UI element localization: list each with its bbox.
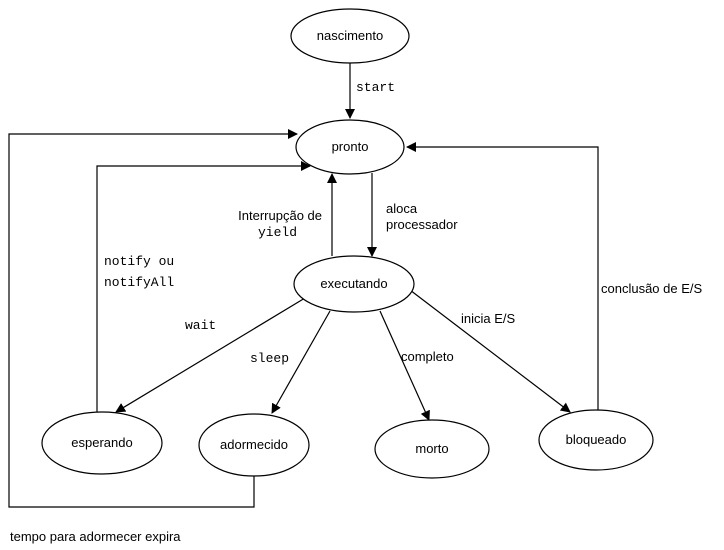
state-executando: executando <box>293 255 415 313</box>
edge-sleep <box>271 310 331 414</box>
label-processador: processador <box>386 217 458 232</box>
state-bloqueado-label: bloqueado <box>566 432 627 447</box>
edge-tempo-expira <box>8 129 298 508</box>
label-yield: yield <box>258 225 297 240</box>
state-adormecido: adormecido <box>198 413 310 477</box>
state-nascimento: nascimento <box>290 8 410 64</box>
label-notify: notify ou <box>104 254 174 269</box>
edge-conclusao-es <box>406 142 599 410</box>
label-completo: completo <box>401 349 454 364</box>
label-conclusao-es: conclusão de E/S <box>601 281 703 296</box>
state-morto-label: morto <box>415 441 448 456</box>
label-tempo-expira: tempo para adormecer expira <box>10 529 181 544</box>
edge-completo <box>379 310 430 421</box>
state-bloqueado: bloqueado <box>538 409 654 471</box>
label-inicia-es: inicia E/S <box>461 311 516 326</box>
label-notifyall: notifyAll <box>104 275 174 290</box>
state-executando-label: executando <box>320 276 387 291</box>
state-esperando: esperando <box>41 411 163 475</box>
label-wait: wait <box>185 318 216 333</box>
state-pronto-label: pronto <box>332 139 369 154</box>
state-esperando-label: esperando <box>71 435 132 450</box>
edge-wait <box>115 297 306 413</box>
state-pronto: pronto <box>295 119 405 175</box>
state-morto: morto <box>374 419 490 479</box>
state-nascimento-label: nascimento <box>317 28 383 43</box>
label-aloca: aloca <box>386 201 418 216</box>
state-adormecido-label: adormecido <box>220 437 288 452</box>
label-interrupcao: Interrupção de <box>238 208 322 223</box>
edge-notify <box>96 161 311 413</box>
label-sleep: sleep <box>250 351 289 366</box>
edge-inicia-es <box>409 289 571 413</box>
label-start: start <box>356 80 395 95</box>
